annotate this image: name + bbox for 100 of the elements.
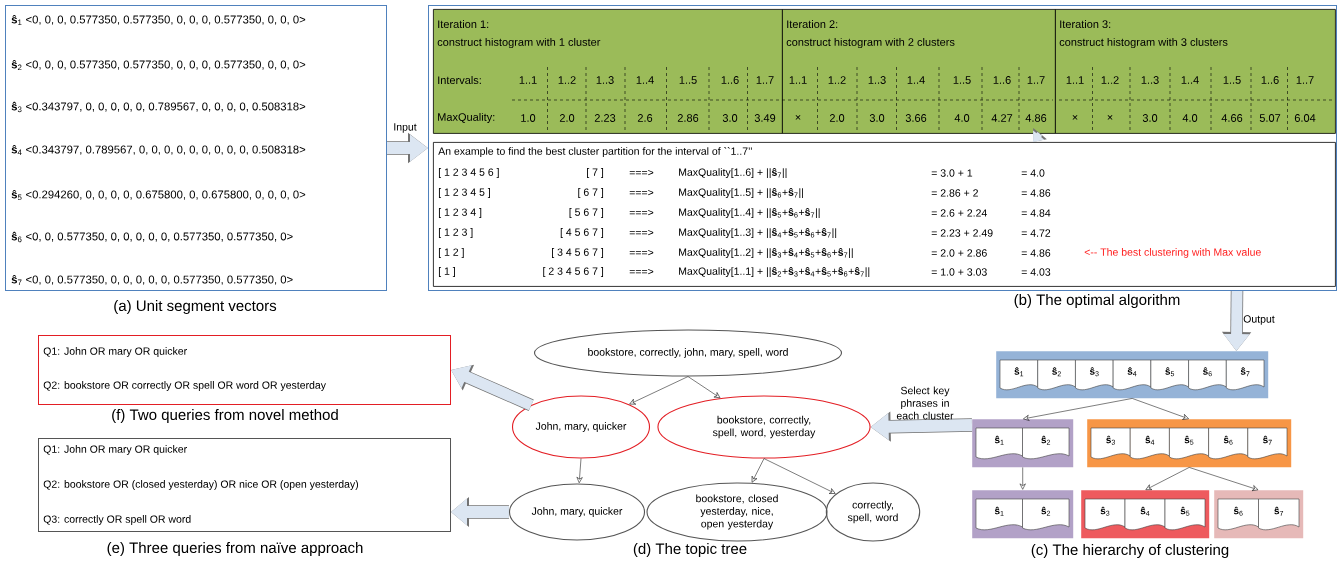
panel-heading: construct histogram with 3 clusters [1059, 37, 1228, 49]
annotation: <-- The best clustering with Max value [1084, 248, 1261, 258]
quality-value: 1.0 [521, 114, 536, 122]
formula-cell: = 4.03 [1021, 268, 1051, 276]
interval-label: 1..5 [679, 76, 697, 84]
document-cell: ŝ$_{2}$ [1022, 427, 1070, 460]
quality-value: 5.07 [1259, 114, 1281, 122]
formula-cell: [ 2 3 4 5 6 7 ] [543, 267, 604, 277]
formula-cell: MaxQuality[1..2] + ||ŝ$_{3}$+ŝ$_{4}$+ŝ$_{5}$+ŝ$_{6}$+ŝ$_{7}$|| [679, 248, 853, 259]
interval-label: 1..7 [1027, 76, 1045, 84]
document-cell: ŝ$_{6}$ [1217, 498, 1259, 531]
document-cell: ŝ$_{5}$ [1164, 498, 1206, 531]
quality-value: × [1072, 114, 1078, 120]
query-text: Q1: John OR mary OR quicker [43, 445, 187, 455]
vector-row: ŝ$_{4}$ <0.343797, 0.789567, 0, 0, 0, 0, 0, 0, 0, 0, 0, 0.508318> [11, 144, 306, 156]
interval-label: 1..6 [993, 76, 1011, 84]
query-text: Q3: correctly OR spell OR word [43, 515, 191, 525]
interval-label: 1..1 [789, 76, 807, 84]
interval-label: 1..5 [1223, 76, 1241, 84]
formula-cell: MaxQuality[1..4] + ||ŝ$_{5}$+ŝ$_{6}$+ŝ$_{7}$|| [679, 208, 820, 219]
quality-value: × [1107, 114, 1113, 120]
query-text: Q2: bookstore OR (closed yesterday) OR nice OR (open yesterday) [43, 480, 359, 490]
quality-value: 2.0 [559, 114, 575, 122]
example-title: An example to find the best cluster partition for the interval of ``1..7’’ [438, 147, 752, 157]
interval-label: 1..7 [1296, 76, 1314, 84]
vector-row: ŝ$_{2}$ <0, 0, 0, 0.577350, 0.577350, 0, 0, 0, 0.577350, 0, 0, 0> [11, 59, 306, 71]
document-cell: ŝ$_{1}$ [975, 427, 1023, 460]
interval-label: 1..2 [558, 76, 576, 84]
row-label: Intervals: [438, 75, 481, 85]
arrow [576, 458, 583, 484]
arrow [1131, 398, 1189, 420]
document-cell: ŝ$_{1}$ [999, 359, 1038, 391]
arrow [1188, 467, 1259, 492]
interval-label: 1..3 [1141, 76, 1159, 84]
interval-label: 1..6 [1261, 76, 1279, 84]
panel-heading: construct histogram with 2 clusters [786, 37, 955, 49]
formula-cell: ===> [629, 229, 654, 236]
interval-label: 1..2 [828, 76, 846, 84]
quality-value: 2.0 [829, 114, 845, 122]
panel-heading: construct histogram with 1 cluster [437, 37, 601, 49]
arrow [1023, 398, 1133, 421]
document-cell: ŝ$_{1}$ [975, 498, 1023, 531]
vector-row: ŝ$_{1}$ <0, 0, 0, 0.577350, 0.577350, 0, 0, 0, 0.577350, 0, 0, 0> [11, 14, 306, 26]
quality-value: 2.23 [594, 114, 616, 122]
interval-label: 1..4 [1181, 76, 1199, 84]
formula-cell: [ 4 5 6 7 ] [560, 228, 604, 238]
formula-cell: [ 1 ] [438, 267, 455, 277]
row-label: MaxQuality: [438, 112, 495, 124]
formula-cell: [ 1 2 3 4 5 6 ] [438, 168, 499, 178]
quality-value: 2.86 [677, 114, 699, 122]
formula-cell: = 4.0 [1021, 169, 1045, 177]
example-box [433, 142, 1336, 287]
interval-label: 1..1 [1066, 76, 1084, 84]
formula-cell: MaxQuality[1..3] + ||ŝ$_{4}$+ŝ$_{5}$+ŝ$_{6}$+ŝ$_{7}$|| [679, 228, 837, 239]
node-label: (f) Two queries from novel method [112, 409, 338, 423]
interval-label: 1..3 [596, 76, 614, 84]
query-text: Q2: bookstore OR correctly OR spell OR word OR yesterday [43, 381, 326, 391]
formula-cell: = 4.86 [1021, 189, 1051, 197]
quality-value: 2.6 [637, 114, 653, 122]
formula-cell: = 1.0 + 3.03 [931, 268, 987, 276]
document-cell: ŝ$_{4}$ [1129, 427, 1170, 460]
edge-label: Output [1243, 315, 1275, 325]
formula-cell: [ 1 2 3 4 ] [438, 208, 482, 218]
formula-cell: [ 1 2 3 4 5 ] [438, 188, 490, 198]
interval-label: 1..1 [519, 76, 537, 84]
interval-label: 1..4 [907, 76, 925, 84]
formula-cell: ===> [629, 249, 654, 256]
quality-value: 4.27 [991, 114, 1013, 122]
formula-cell: ===> [629, 268, 654, 275]
formula-cell: [ 1 2 3 ] [438, 228, 473, 238]
document-cell: ŝ$_{7}$ [1226, 359, 1265, 391]
node-label: (e) Three queries from naïve approach [107, 542, 363, 556]
caption: (c) The hierarchy of clustering [1031, 544, 1229, 558]
quality-value: 4.66 [1221, 114, 1243, 122]
interval-label: 1..2 [1101, 76, 1119, 84]
quality-value: 4.0 [954, 114, 970, 122]
caption: (d) The topic tree [633, 543, 747, 557]
document-cell: ŝ$_{7}$ [1258, 498, 1300, 531]
edge-label: Input [394, 123, 417, 133]
quality-value: × [795, 114, 801, 120]
vector-row: ŝ$_{7}$ <0, 0, 0.577350, 0, 0, 0, 0, 0, 0.577350, 0.577350, 0> [11, 274, 293, 286]
arrow [629, 376, 689, 405]
document-cell: ŝ$_{4}$ [1124, 498, 1166, 531]
quality-value: 3.49 [754, 114, 776, 122]
interval-label: 1..5 [953, 76, 971, 84]
formula-cell: ===> [629, 169, 654, 176]
vector-row: ŝ$_{3}$ <0.343797, 0, 0, 0, 0, 0, 0.789567, 0, 0, 0, 0, 0.508318> [11, 101, 306, 113]
arrow [1019, 467, 1026, 490]
document-cell: ŝ$_{3}$ [1090, 427, 1131, 460]
formula-cell: ===> [629, 209, 654, 216]
node-label: (b) The optimal algorithm [1014, 294, 1180, 308]
interval-label: 1..4 [636, 76, 654, 84]
formula-cell: = 2.6 + 2.24 [931, 209, 987, 217]
quality-value: 3.0 [722, 114, 738, 122]
formula-cell: MaxQuality[1..6] + ||ŝ$_{7}$|| [679, 168, 787, 179]
panel-heading: Iteration 3: [1060, 19, 1111, 29]
formula-cell: = 4.72 [1021, 229, 1051, 237]
node-label: (a) Unit segment vectors [114, 300, 277, 314]
formula-cell: = 4.84 [1021, 209, 1051, 217]
document-cell: ŝ$_{2}$ [1037, 359, 1076, 391]
